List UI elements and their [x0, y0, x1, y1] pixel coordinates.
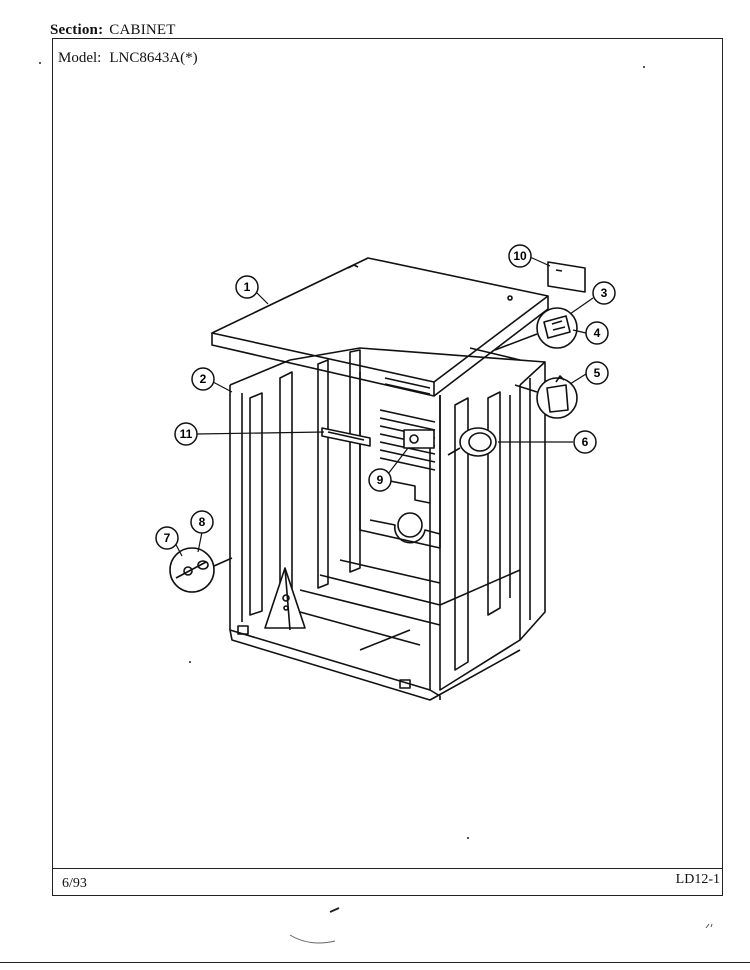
callout-10: 10	[508, 244, 532, 268]
callout-4: 4	[585, 321, 609, 345]
svg-text:4: 4	[594, 326, 601, 340]
svg-text:10: 10	[513, 249, 527, 263]
svg-text:6: 6	[582, 435, 589, 449]
callout-7: 7	[155, 526, 179, 550]
switch-plate	[403, 429, 435, 449]
svg-text:1: 1	[244, 280, 251, 294]
scan-specks	[39, 62, 713, 944]
rear-bracket	[321, 427, 371, 447]
callout-11: 11	[174, 422, 198, 446]
svg-text:9: 9	[377, 473, 384, 487]
svg-text:5: 5	[594, 366, 601, 380]
model-label: Model:	[58, 50, 102, 66]
revision-date: 6/93	[62, 876, 87, 891]
callout-labels: 1 2 3 4 5 6 7 8 9 10 11	[155, 244, 616, 550]
svg-text:2: 2	[200, 372, 207, 386]
page-code: LD12-1	[675, 872, 720, 887]
bottom-rule	[0, 962, 750, 963]
callout-5: 5	[585, 361, 609, 385]
svg-text:11: 11	[180, 427, 193, 441]
model-value: LNC8643A(*)	[109, 50, 198, 66]
control-bracket	[547, 261, 586, 293]
top-panel	[211, 257, 549, 397]
callout-1: 1	[235, 275, 259, 299]
footer-rule	[52, 868, 723, 869]
callout-3: 3	[592, 281, 616, 305]
svg-text:7: 7	[164, 531, 171, 545]
page-frame	[52, 38, 723, 896]
svg-text:3: 3	[601, 286, 608, 300]
callout-9: 9	[368, 468, 392, 492]
detail-circle-5	[514, 375, 578, 419]
callout-2: 2	[191, 367, 215, 391]
section-header: Section: CABINET	[50, 22, 176, 39]
leader-lines	[172, 256, 594, 557]
callout-6: 6	[573, 430, 597, 454]
section-label: Section:	[50, 22, 104, 38]
section-value: CABINET	[109, 22, 176, 38]
callout-8: 8	[190, 510, 214, 534]
svg-text:8: 8	[199, 515, 206, 529]
cabinet-body	[229, 347, 546, 701]
bearing-assembly	[447, 427, 497, 457]
detail-circle-3-4	[494, 307, 578, 351]
model-header: Model: LNC8643A(*)	[58, 50, 198, 67]
detail-circle-7-8	[169, 547, 233, 593]
